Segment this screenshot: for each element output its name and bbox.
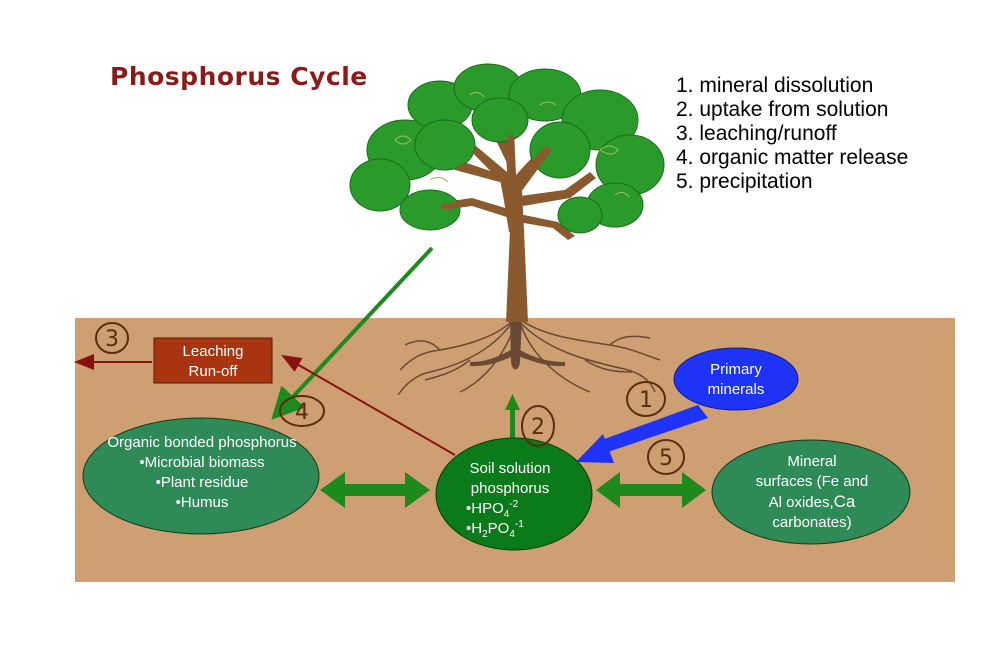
leaching-label: Leaching Run-off: [154, 342, 272, 382]
mineral-line-1: Mineral: [787, 453, 837, 470]
uptake-arrow: [505, 394, 520, 448]
organic-line-1: Organic bonded phosphorus: [107, 434, 297, 451]
mineral-line-2: surfaces (Fe and: [755, 473, 869, 490]
hpo4-formula: •HPO4-2: [466, 499, 519, 520]
legend-item-2: 2. uptake from solution: [676, 98, 889, 121]
h2po4-formula: •H2PO4-1: [466, 519, 524, 540]
diagram-title: Phosphorus Cycle: [110, 62, 368, 91]
organic-line-3: •Plant residue: [155, 474, 249, 491]
mineral-line-3: Al oxides,Ca: [768, 492, 856, 511]
mineral-line-4: carbonates): [772, 514, 852, 531]
legend-item-3: 3. leaching/runoff: [676, 122, 837, 145]
leaching-line-2: Run-off: [188, 363, 238, 380]
step-marker-3-label: 3: [105, 327, 119, 352]
organic-line-4: •Humus: [175, 494, 229, 511]
organic-phosphorus-label: Organic bonded phosphorus •Microbial bio…: [84, 433, 320, 513]
soil-solution-label: Soil solution phosphorus •HPO4-2 •H2PO4-…: [456, 459, 576, 540]
primary-line-1: Primary: [710, 361, 762, 378]
process-legend: 1. mineral dissolution 2. uptake from so…: [676, 74, 908, 194]
step-marker-4-label: 4: [295, 400, 309, 425]
legend-item-4: 4. organic matter release: [676, 146, 909, 169]
leaching-line-1: Leaching: [182, 343, 244, 360]
primary-minerals-label: Primary minerals: [676, 360, 796, 400]
primary-minerals-ellipse: [673, 347, 799, 411]
tree-canopy-highlights: [394, 91, 630, 198]
organic-phosphorus-ellipse: [82, 417, 320, 535]
soil-solution-ellipse: [435, 437, 593, 551]
legend-item-1: 1. mineral dissolution: [676, 74, 874, 97]
organic-soil-double-arrow: [320, 472, 430, 508]
organic-line-2: •Microbial biomass: [139, 454, 265, 471]
step-marker-2-label: 2: [531, 415, 545, 440]
legend-item-5: 5. precipitation: [676, 170, 813, 193]
step-marker-4: [279, 395, 325, 427]
leaching-box: [153, 337, 273, 384]
tap-root: [470, 318, 565, 370]
step-marker-1-label: 1: [639, 388, 653, 413]
step-marker-3: [95, 322, 129, 354]
soil-solution-line-2: phosphorus: [470, 480, 550, 497]
primary-to-soil-arrow: [576, 405, 708, 463]
step-marker-2: [521, 405, 555, 447]
soil-to-leaching-arrow: [281, 355, 456, 456]
step-marker-5: [647, 439, 685, 475]
mineral-surfaces-ellipse: [711, 439, 911, 545]
tree-branches: [441, 135, 593, 232]
primary-line-2: minerals: [707, 381, 765, 398]
step-marker-1: [626, 381, 666, 417]
step-marker-5-label: 5: [659, 446, 673, 471]
soil-solution-line-1: Soil solution: [469, 460, 551, 477]
soil-mineral-double-arrow: [596, 472, 706, 508]
tree-to-organic-arrow: [271, 246, 434, 420]
mineral-surfaces-label: Mineral surfaces (Fe and Al oxides,Ca ca…: [722, 452, 902, 533]
tree-canopy: [349, 63, 665, 234]
